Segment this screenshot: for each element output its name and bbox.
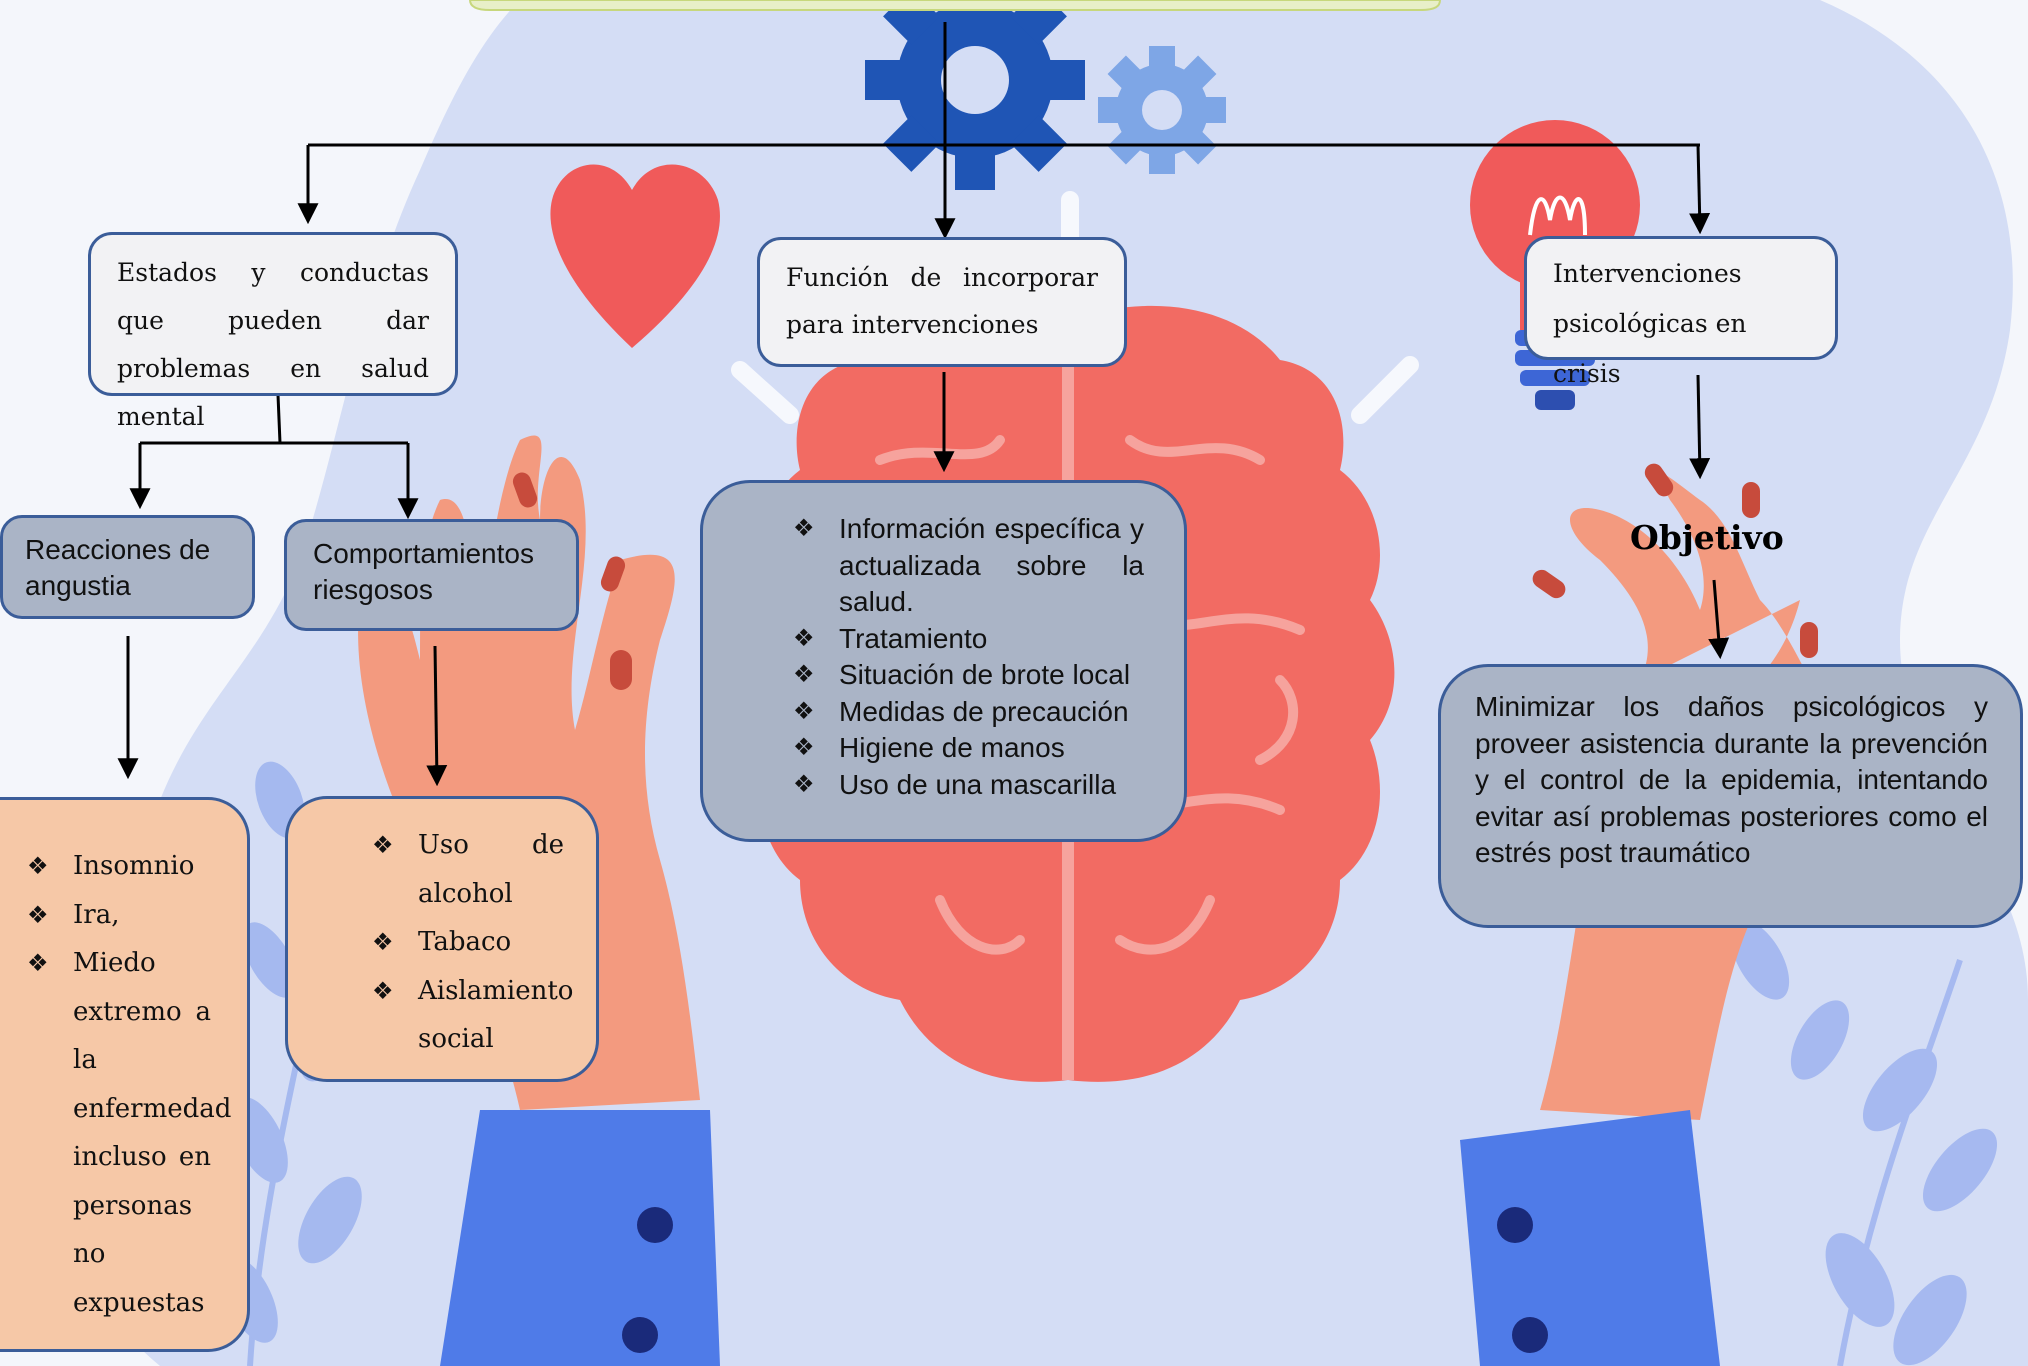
list-item: ❖ Tratamiento bbox=[793, 621, 1144, 658]
bullet-icon: ❖ bbox=[793, 734, 815, 761]
list-item-text: Tratamiento bbox=[839, 622, 988, 654]
node-comportamientos-list: ❖ Uso de alcohol ❖ Tabaco ❖ Aislamiento soc… bbox=[285, 796, 599, 1082]
node-reacciones-text: Reacciones de angustia bbox=[25, 534, 211, 601]
list-item-text: Aislamiento social bbox=[418, 975, 574, 1055]
title-bar-edge bbox=[468, 0, 1442, 11]
list-item-text: Uso de alcohol bbox=[418, 830, 564, 909]
gear-icon bbox=[1098, 46, 1226, 174]
bullet-icon: ❖ bbox=[27, 949, 49, 977]
node-left-title-text: Estados y conductas que pueden dar probl… bbox=[117, 258, 429, 431]
list-item: ❖ Medidas de precaución bbox=[793, 694, 1144, 731]
list-item-text: Tabaco bbox=[418, 927, 512, 957]
bullet-icon: ❖ bbox=[27, 852, 49, 880]
bullet-icon: ❖ bbox=[793, 661, 815, 688]
center-list: ❖ Información específica y actualizada so… bbox=[793, 511, 1144, 804]
node-center-list: ❖ Información específica y actualizada so… bbox=[700, 480, 1187, 842]
list-item: ❖ Miedo extremo a la enfermedad incluso e… bbox=[27, 939, 231, 1327]
list-item: ❖ Ira, bbox=[27, 891, 211, 940]
reacciones-list: ❖ Insomnio ❖ Ira, ❖ Miedo extremo a la enfe… bbox=[27, 842, 231, 1327]
list-item: ❖ Aislamiento social bbox=[372, 967, 573, 1064]
bullet-icon: ❖ bbox=[793, 515, 815, 542]
list-item: ❖ Tabaco bbox=[372, 918, 564, 967]
objective-text: Minimizar los daños psicológicos y prove… bbox=[1475, 691, 1988, 868]
node-right-title: Intervenciones psicológicas en crisis bbox=[1524, 236, 1838, 388]
bullet-icon: ❖ bbox=[793, 624, 815, 652]
bullet-icon: ❖ bbox=[27, 900, 49, 929]
comportamientos-list: ❖ Uso de alcohol ❖ Tabaco ❖ Aislamiento soc… bbox=[372, 821, 573, 1064]
list-item: ❖ Uso de una mascarilla bbox=[793, 767, 1144, 804]
list-item-text: Insomnio bbox=[73, 851, 195, 881]
bullet-icon: ❖ bbox=[793, 697, 815, 725]
list-item: ❖ Insomnio bbox=[27, 842, 211, 891]
node-reacciones: Reacciones de angustia bbox=[0, 515, 255, 619]
connector-lines bbox=[117, 22, 1730, 787]
list-item-text: Uso de una mascarilla bbox=[839, 768, 1117, 800]
list-item-text: Miedo extremo a la enfermedad incluso en… bbox=[73, 948, 232, 1318]
node-center-title-text: Función de incorporar para intervencione… bbox=[786, 263, 1098, 339]
list-item: ❖ Uso de alcohol bbox=[372, 821, 564, 918]
bullet-icon: ❖ bbox=[793, 770, 815, 798]
bullet-icon: ❖ bbox=[372, 831, 394, 859]
list-item-text: Situación de brote local bbox=[839, 659, 1131, 690]
list-item-text: Ira, bbox=[73, 899, 120, 930]
node-center-title: Función de incorporar para intervencione… bbox=[757, 237, 1127, 367]
bullet-icon: ❖ bbox=[372, 976, 394, 1005]
node-left-title: Estados y conductas que pueden dar probl… bbox=[88, 232, 458, 431]
node-objective-text: Minimizar los daños psicológicos y prove… bbox=[1438, 664, 2023, 928]
node-comportamientos: Comportamientos riesgosos bbox=[284, 519, 579, 631]
heart-icon bbox=[550, 164, 720, 348]
bullet-icon: ❖ bbox=[372, 928, 394, 956]
list-item: ❖ Situación de brote local bbox=[793, 657, 1144, 694]
list-item-text: Higiene de manos bbox=[839, 732, 1065, 763]
list-item-text: Medidas de precaución bbox=[839, 695, 1129, 727]
list-item-text: Información específica y actualizada sob… bbox=[839, 513, 1144, 617]
node-comportamientos-text: Comportamientos riesgosos bbox=[313, 538, 534, 605]
list-item: ❖ Información específica y actualizada so… bbox=[793, 511, 1144, 621]
list-item: ❖ Higiene de manos bbox=[793, 730, 1144, 767]
leaf-icon bbox=[1730, 920, 1998, 1366]
node-reacciones-list: ❖ Insomnio ❖ Ira, ❖ Miedo extremo a la enfe… bbox=[0, 797, 250, 1352]
node-right-title-text: Intervenciones psicológicas en crisis bbox=[1553, 259, 1747, 388]
objective-label: Objetivo bbox=[1630, 518, 1784, 557]
